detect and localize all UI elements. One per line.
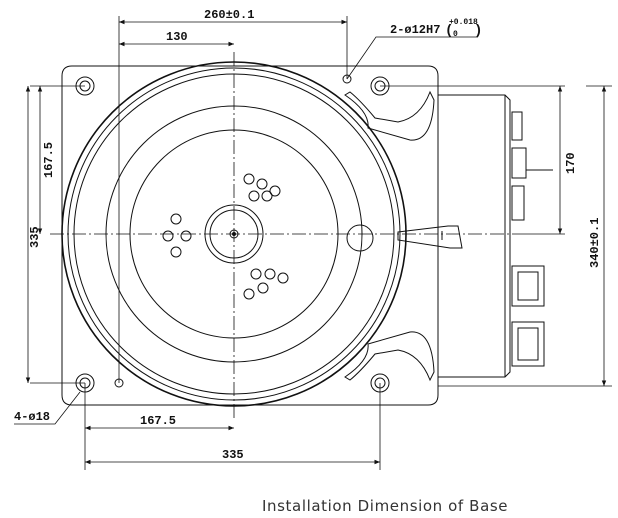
lower-arm bbox=[344, 331, 435, 382]
dim-text-bottom-335: 335 bbox=[222, 448, 244, 462]
upper-arm bbox=[344, 90, 435, 141]
dim-text-260: 260±0.1 bbox=[204, 8, 254, 22]
leader-mount-holes bbox=[14, 391, 81, 425]
dim-text-pin-paren-open: ( bbox=[445, 23, 453, 39]
dim-text-left-335: 335 bbox=[28, 226, 42, 248]
base-plate-outline bbox=[61, 65, 439, 406]
dim-text-pin-tol-lower: 0 bbox=[453, 30, 458, 39]
bolt-pattern-left bbox=[162, 213, 192, 258]
connector-housing bbox=[438, 94, 511, 378]
dim-text-mount-holes: 4-ø18 bbox=[14, 410, 50, 424]
connectors bbox=[511, 111, 553, 367]
caption: Installation Dimension of Base bbox=[262, 497, 509, 515]
dim-text-pin-holes: 2-ø12H7 bbox=[390, 23, 440, 37]
bolt-pattern-top bbox=[243, 173, 281, 202]
dim-text-bottom-1675: 167.5 bbox=[140, 414, 176, 428]
dim-text-pin-tol-upper: +0.018 bbox=[449, 18, 478, 27]
dim-text-right-340: 340±0.1 bbox=[588, 218, 602, 268]
dim-text-130: 130 bbox=[166, 30, 188, 44]
dim-text-left-1675: 167.5 bbox=[42, 142, 56, 178]
dim-text-right-170: 170 bbox=[564, 152, 578, 174]
dim-text-pin-paren-close: ) bbox=[474, 23, 482, 39]
leader-pin-holes bbox=[346, 36, 478, 80]
lever bbox=[397, 225, 463, 249]
bolt-pattern-bottom bbox=[243, 268, 289, 300]
